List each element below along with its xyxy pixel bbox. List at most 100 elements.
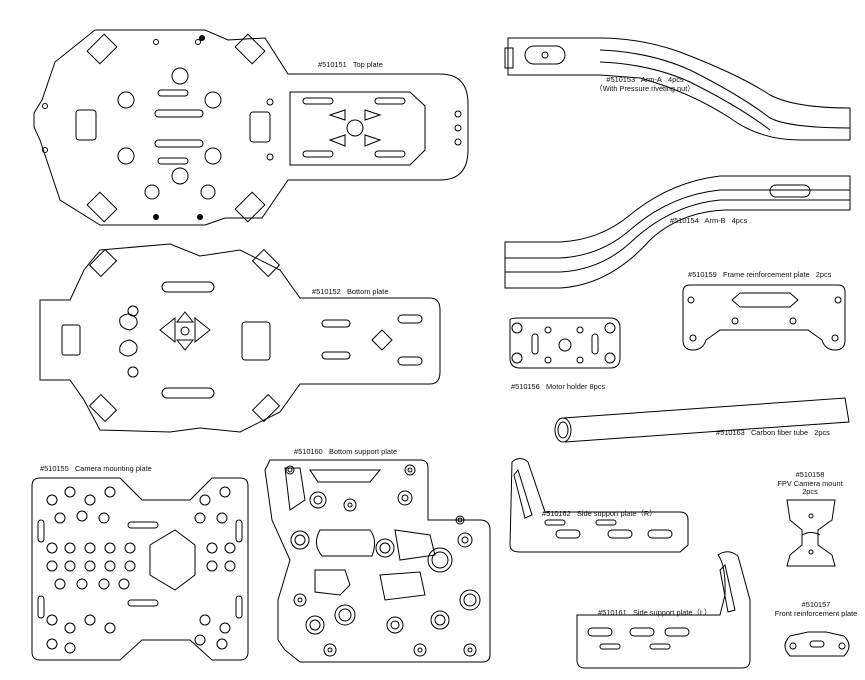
- bottom-plate-drawing: [39, 243, 441, 433]
- hole: [46, 638, 58, 650]
- motor-holder-drawing: [509, 317, 621, 369]
- label-camera-mount-plate: #510155 Camera mounting plate: [40, 464, 152, 473]
- hole: [404, 464, 416, 476]
- arm-a-drawing: [504, 37, 851, 141]
- arm-b-drawing: [504, 175, 851, 289]
- hole: [379, 542, 391, 554]
- hole: [104, 622, 116, 634]
- side-support-r-drawing: [509, 458, 689, 553]
- hole: [46, 560, 58, 572]
- hole: [98, 512, 110, 524]
- hole: [224, 560, 236, 572]
- hole: [463, 593, 477, 607]
- hole: [46, 614, 58, 626]
- hole: [309, 491, 327, 509]
- hole: [313, 495, 323, 505]
- hole: [76, 578, 88, 590]
- carbon-tube-drawing: [554, 397, 850, 443]
- hole: [386, 616, 404, 634]
- camera-mount-plate-drawing: [31, 477, 249, 661]
- hole: [194, 634, 206, 646]
- hole: [338, 608, 352, 622]
- hole: [194, 512, 206, 524]
- label-top-plate: #510151 Top plate: [318, 60, 383, 69]
- hole: [294, 534, 306, 546]
- hole: [434, 614, 446, 626]
- label-side-support-l: #510161 Side support plate（L）: [598, 608, 712, 617]
- bottom-support-drawing: [264, 459, 491, 663]
- hole: [413, 643, 427, 657]
- hole: [54, 578, 66, 590]
- side-support-l-drawing: [576, 551, 751, 669]
- hole: [287, 467, 293, 473]
- hole: [84, 542, 96, 554]
- label-motor-holder: #510156 Motor holder 8pcs: [511, 382, 606, 391]
- hole: [334, 604, 356, 626]
- hole: [124, 560, 136, 572]
- hole: [430, 610, 450, 630]
- hole: [285, 465, 295, 475]
- hole: [427, 547, 453, 573]
- hole: [84, 614, 96, 626]
- hole: [459, 589, 481, 611]
- label-front-reinforcement: #510157 Front reinforcement plate: [774, 600, 858, 618]
- label-arm-a: #510153 Arm-A 4pcs （With Pressure riveti…: [595, 75, 695, 93]
- hole: [64, 622, 76, 634]
- hole: [309, 619, 321, 631]
- hole: [84, 494, 96, 506]
- hole: [216, 512, 228, 524]
- hole: [206, 560, 218, 572]
- hole: [397, 490, 413, 506]
- hole: [199, 494, 211, 506]
- hole: [224, 542, 236, 554]
- hole: [46, 542, 58, 554]
- top-plate-drawing: [33, 29, 469, 226]
- hole: [401, 494, 409, 502]
- hole: [84, 560, 96, 572]
- hole: [431, 551, 449, 569]
- hole: [206, 542, 218, 554]
- hole: [290, 530, 310, 550]
- hole: [118, 578, 130, 590]
- hole: [219, 622, 231, 634]
- label-fpv-mount: #510158 FPV Camera mount 2pcs: [777, 470, 843, 497]
- label-side-support-r: #510162 Side support plate（R）: [542, 509, 657, 518]
- label-frame-reinforcement: #510159 Frame reinforcement plate 2pcs: [688, 270, 832, 279]
- hole: [64, 642, 76, 654]
- hole: [347, 502, 353, 508]
- hole: [98, 578, 110, 590]
- label-arm-b: #510154 Arm-B 4pcs: [670, 216, 748, 225]
- fpv-mount-drawing: [786, 499, 836, 567]
- hole: [375, 538, 395, 558]
- hole: [463, 643, 477, 657]
- hole: [407, 467, 413, 473]
- hole: [297, 597, 303, 603]
- hole: [219, 486, 231, 498]
- hole: [54, 512, 66, 524]
- hole: [64, 560, 76, 572]
- hole: [199, 614, 211, 626]
- hole: [343, 498, 357, 512]
- hole: [76, 510, 88, 522]
- hole: [64, 486, 76, 498]
- hole: [457, 532, 473, 548]
- hole: [467, 647, 473, 653]
- hole: [104, 486, 116, 498]
- label-bottom-plate: #510152 Bottom plate: [312, 287, 389, 296]
- label-bottom-support: #510160 Bottom support plate: [294, 447, 398, 456]
- hole: [323, 643, 337, 657]
- hole: [390, 620, 400, 630]
- hole: [455, 515, 465, 525]
- hole: [124, 542, 136, 554]
- hole: [46, 494, 58, 506]
- hole: [104, 542, 116, 554]
- frame-reinforcement-drawing: [682, 284, 846, 351]
- hole: [417, 647, 423, 653]
- hole: [216, 638, 228, 650]
- hole: [461, 536, 469, 544]
- hole: [305, 615, 325, 635]
- hole: [457, 517, 463, 523]
- front-reinforcement-drawing: [784, 631, 850, 657]
